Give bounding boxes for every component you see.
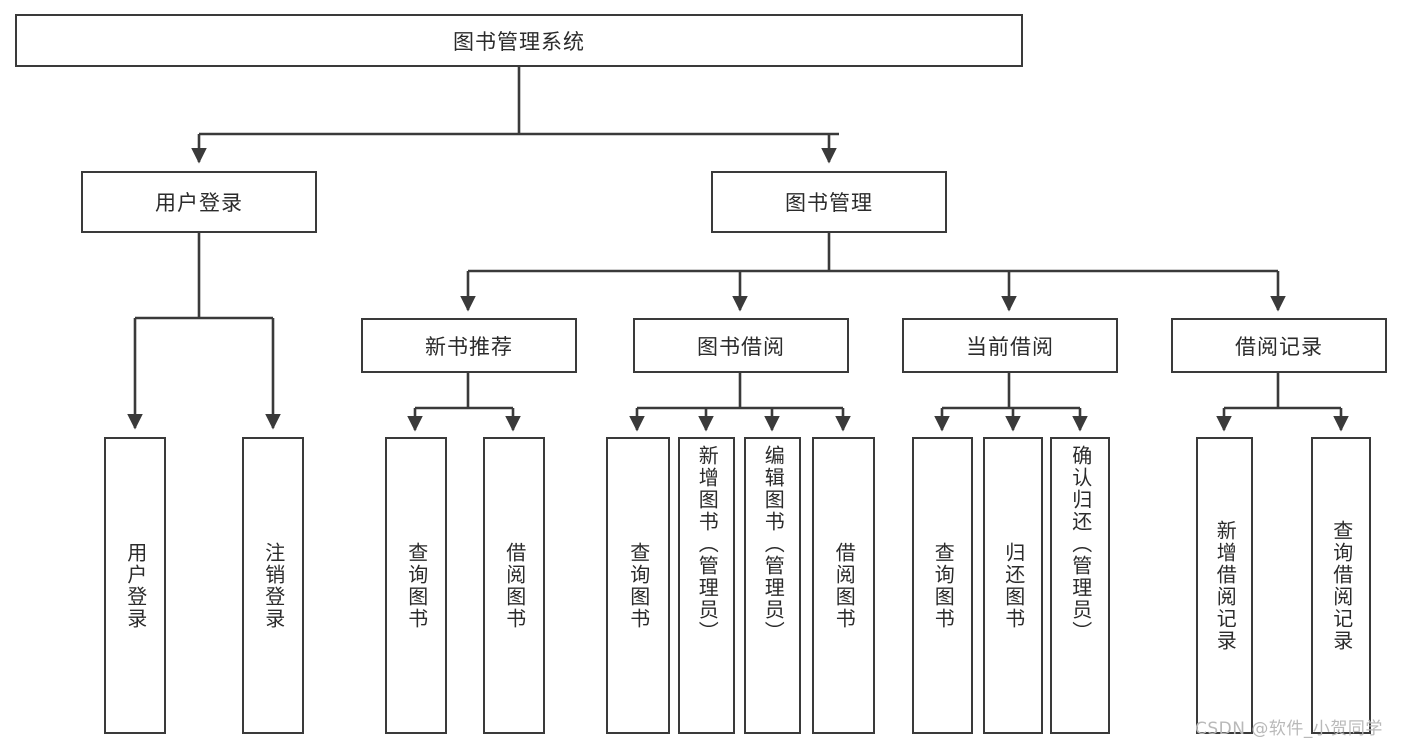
- leaf-edit-book-admin[interactable]: 编辑图书（管理员）: [744, 437, 801, 734]
- leaf-query-book-current[interactable]: 查询图书: [912, 437, 973, 734]
- leaf-user-login[interactable]: 用户登录: [104, 437, 166, 734]
- node-root[interactable]: 图书管理系统: [15, 14, 1023, 67]
- leaf-add-book-admin[interactable]: 新增图书（管理员）: [678, 437, 735, 734]
- leaf-add-borrow-record[interactable]: 新增借阅记录: [1196, 437, 1253, 734]
- node-level3-current-borrow[interactable]: 当前借阅: [902, 318, 1118, 373]
- leaf-confirm-return-admin[interactable]: 确认归还（管理员）: [1050, 437, 1110, 734]
- leaf-borrow-book[interactable]: 借阅图书: [812, 437, 875, 734]
- leaf-return-book[interactable]: 归还图书: [983, 437, 1043, 734]
- node-level3-borrow-records[interactable]: 借阅记录: [1171, 318, 1387, 373]
- leaf-logout[interactable]: 注销登录: [242, 437, 304, 734]
- watermark: CSDN @软件_小贺同学: [1195, 719, 1383, 739]
- node-level3-book-borrow[interactable]: 图书借阅: [633, 318, 849, 373]
- node-level2-book-management[interactable]: 图书管理: [711, 171, 947, 233]
- node-level3-new-book-recommend[interactable]: 新书推荐: [361, 318, 577, 373]
- leaf-query-book-recommend[interactable]: 查询图书: [385, 437, 447, 734]
- leaf-borrow-book-recommend[interactable]: 借阅图书: [483, 437, 545, 734]
- leaf-query-borrow-record[interactable]: 查询借阅记录: [1311, 437, 1371, 734]
- leaf-query-book-borrow[interactable]: 查询图书: [606, 437, 670, 734]
- node-level2-user-login[interactable]: 用户登录: [81, 171, 317, 233]
